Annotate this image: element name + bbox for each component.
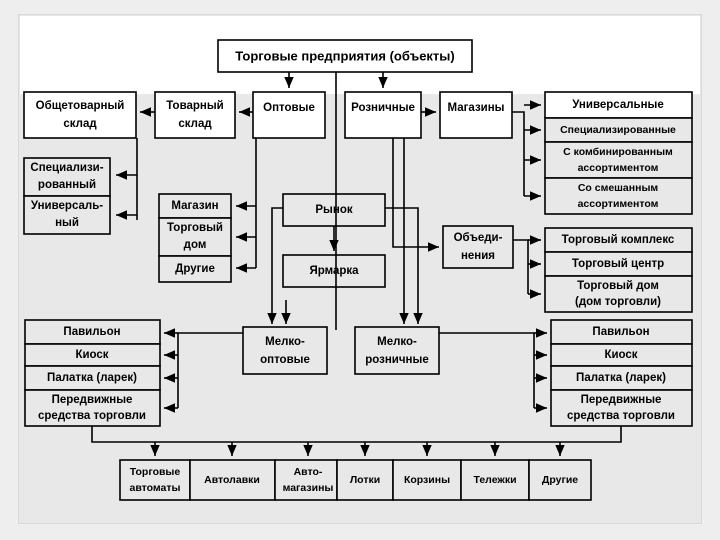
connector-right-outlets-bottom-bus xyxy=(365,426,622,443)
box-melko-roznichnye xyxy=(354,326,440,375)
box-magazin-label: Магазин xyxy=(171,200,218,212)
box-kombinirovannym-line2: ассортиментом xyxy=(578,162,659,174)
box-obshchetovarny-sklad-line2: склад xyxy=(63,118,97,130)
box-smeshannym xyxy=(544,177,693,215)
box-yarmarka-label: Ярмарка xyxy=(309,265,359,277)
box-magaziny-label: Магазины xyxy=(448,102,505,114)
box-avtomagaziny xyxy=(274,459,338,501)
box-right-pavilion-label: Павильон xyxy=(592,326,649,338)
box-specializirovanny-line2: рованный xyxy=(38,179,96,191)
box-kombinirovannym-line1: С комбинированным xyxy=(563,146,673,158)
box-obedineniya-line1: Объеди- xyxy=(454,232,503,244)
box-title xyxy=(217,39,473,73)
box-left-peredvizhnye-line1: Передвижные xyxy=(52,394,133,406)
box-avtolavki-label: Автолавки xyxy=(204,474,260,486)
box-rynok xyxy=(282,193,386,227)
box-obedineniya-line2: нения xyxy=(461,250,495,262)
box-avtolavki xyxy=(189,459,276,501)
box-optovye xyxy=(252,91,326,139)
box-avtomagaziny-line1: Авто- xyxy=(294,466,323,478)
box-torgovy-dom-torgovli-line1: Торговый дом xyxy=(577,280,659,292)
box-right-peredvizhnye-line1: Передвижные xyxy=(581,394,662,406)
box-yarmarka xyxy=(282,254,386,288)
box-rynok-label: Рынок xyxy=(315,204,352,216)
connector-left-outlets-bottom-bus xyxy=(91,426,365,443)
box-left-pavilion xyxy=(24,319,161,345)
connector-melko-optovye-bus xyxy=(177,332,243,408)
box-left-peredvizhnye xyxy=(24,389,161,427)
box-universalnye xyxy=(544,91,693,119)
box-right-palatka-label: Палатка (ларек) xyxy=(576,372,666,384)
box-universalnye-label: Универсальные xyxy=(572,99,664,111)
box-torgovy-dom xyxy=(158,217,232,257)
box-melko-optovye-line2: оптовые xyxy=(260,354,310,366)
box-torgovy-kompleks xyxy=(544,227,693,253)
box-torgovy-dom-line1: Торговый xyxy=(167,222,223,234)
connector-roznichnye-to-obedineniya xyxy=(392,138,439,252)
box-lotki-label: Лотки xyxy=(350,474,380,486)
box-optovye-label: Оптовые xyxy=(263,102,315,114)
box-obshchetovarny-sklad-line1: Общетоварный xyxy=(36,100,125,112)
connector-melko-roznichnye-bus xyxy=(439,332,535,408)
box-tovarny-sklad xyxy=(154,91,236,139)
box-right-kiosk-label: Киоск xyxy=(604,349,637,361)
box-universalny-line1: Универсаль- xyxy=(31,200,103,212)
box-torgovy-dom-torgovli-line2: (дом торговли) xyxy=(575,296,661,308)
box-right-pavilion xyxy=(550,319,693,345)
box-melko-optovye xyxy=(242,326,328,375)
box-torgovy-centr-label: Торговый центр xyxy=(572,258,664,270)
box-obedineniya xyxy=(442,225,514,269)
box-specializirovanny-line1: Специализи- xyxy=(30,162,103,174)
box-lotki xyxy=(336,459,394,501)
box-korziny-label: Корзины xyxy=(404,474,450,486)
box-left-kiosk-label: Киоск xyxy=(75,349,108,361)
box-left-palatka-label: Палатка (ларек) xyxy=(47,372,137,384)
box-torgovy-centr xyxy=(544,251,693,277)
box-right-peredvizhnye-line2: средства торговли xyxy=(567,410,675,422)
box-avtomagaziny-line2: магазины xyxy=(283,482,334,494)
box-specializirovannye-label: Специализированные xyxy=(560,124,676,136)
box-drugie-shop-label: Другие xyxy=(175,263,215,275)
box-torgovy-dom-line2: дом xyxy=(184,239,207,251)
box-title-label: Торговые предприятия (объекты) xyxy=(235,48,454,63)
box-left-peredvizhnye-line2: средства торговли xyxy=(38,410,146,422)
box-melko-roznichnye-line2: розничные xyxy=(365,354,428,366)
box-specializirovanny xyxy=(23,157,111,197)
box-universalny xyxy=(23,195,111,235)
box-tovarny-sklad-line2: склад xyxy=(178,118,212,130)
box-torgovy-dom-torgovli xyxy=(544,275,693,313)
box-left-pavilion-label: Павильон xyxy=(63,326,120,338)
box-drugie-bottom-label: Другие xyxy=(542,474,578,486)
box-magaziny xyxy=(439,91,513,139)
box-torgovye-avtomaty-line2: автоматы xyxy=(129,482,180,494)
connector-magaziny-bus xyxy=(512,111,525,196)
box-drugie-shop xyxy=(158,255,232,283)
box-magazin xyxy=(158,193,232,219)
box-melko-roznichnye-line1: Мелко- xyxy=(377,336,417,348)
box-roznichnye-label: Розничные xyxy=(351,102,415,114)
box-torgovye-avtomaty-line1: Торговые xyxy=(130,466,181,478)
box-melko-optovye-line1: Мелко- xyxy=(265,336,305,348)
box-tovarny-sklad-line1: Товарный xyxy=(166,100,224,112)
box-obshchetovarny-sklad xyxy=(23,91,137,139)
box-universalny-line2: ный xyxy=(55,217,79,229)
box-smeshannym-line2: ассортиментом xyxy=(578,198,659,210)
box-smeshannym-line1: Со смешанным xyxy=(578,182,659,194)
connector-rynok-left-to-melko-optovye xyxy=(267,207,283,324)
box-torgovy-kompleks-label: Торговый комплекс xyxy=(562,234,675,246)
connector-obedineniya-bus xyxy=(513,239,529,294)
box-telezhki-label: Тележки xyxy=(473,474,516,486)
box-drugie-bottom xyxy=(528,459,592,501)
connector-rynok-right-to-melko-roznichnye xyxy=(385,207,423,324)
box-roznichnye xyxy=(344,91,422,139)
